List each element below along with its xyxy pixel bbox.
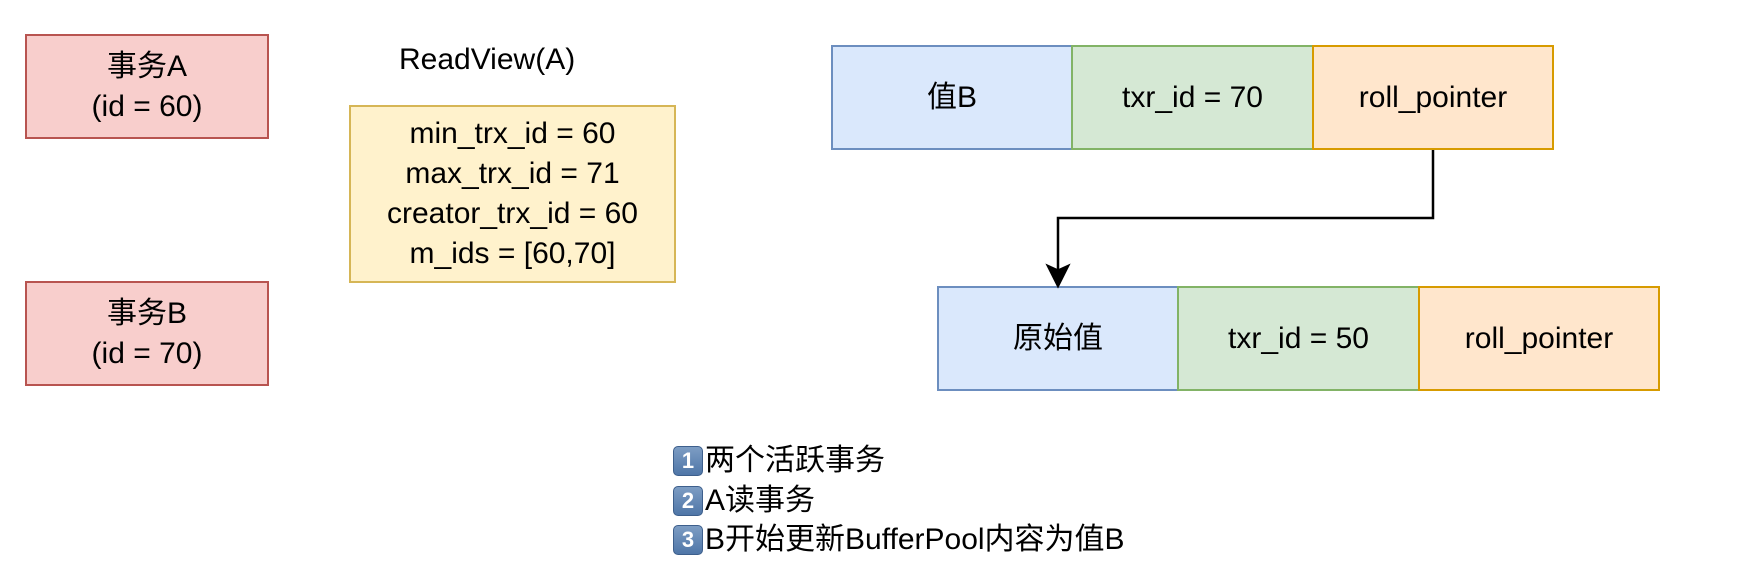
transaction-a-box: 事务A (id = 60) (25, 34, 269, 139)
note-3-text: B开始更新BufferPool内容为值B (705, 523, 1125, 556)
keycap-one-icon: 1 (673, 446, 703, 476)
row-current-txr-cell: txr_id = 70 (1071, 45, 1314, 150)
roll-pointer-arrow-head (1045, 263, 1071, 289)
roll-pointer-arrow-line (1056, 150, 1435, 272)
readview-m-ids: m_ids = [60,70] (409, 237, 616, 270)
row-original-value-cell: 原始值 (937, 286, 1179, 391)
transaction-a-name: 事务A (106, 49, 187, 83)
readview-creator-trx-id: creator_trx_id = 60 (387, 197, 638, 230)
row-original-value: 原始值 (1013, 321, 1103, 355)
row-current-roll-pointer-cell: roll_pointer (1312, 45, 1554, 150)
keycap-three-icon: 3 (673, 525, 703, 555)
transaction-b-id: (id = 70) (91, 336, 203, 370)
note-3: 3 B开始更新BufferPool内容为值B (673, 520, 1125, 560)
keycap-two-icon: 2 (673, 486, 703, 516)
row-current-value: 值B (926, 80, 977, 114)
readview-min-trx-id: min_trx_id = 60 (409, 117, 616, 150)
note-2: 2 A读事务 (673, 481, 815, 521)
note-1-text: 两个活跃事务 (705, 444, 885, 477)
transaction-a-id: (id = 60) (91, 89, 203, 123)
row-original-roll-pointer-cell: roll_pointer (1418, 286, 1660, 391)
note-2-text: A读事务 (705, 484, 816, 517)
row-original-txr-cell: txr_id = 50 (1177, 286, 1420, 391)
note-1: 1 两个活跃事务 (673, 441, 885, 481)
readview-max-trx-id: max_trx_id = 71 (405, 157, 620, 190)
row-current-roll-pointer: roll_pointer (1358, 80, 1508, 114)
row-original-txr-id: txr_id = 50 (1228, 321, 1369, 355)
readview-title: ReadView(A) (399, 43, 576, 76)
transaction-b-box: 事务B (id = 70) (25, 281, 269, 386)
row-current-value-cell: 值B (831, 45, 1073, 150)
row-original-roll-pointer: roll_pointer (1464, 321, 1614, 355)
row-current-txr-id: txr_id = 70 (1122, 80, 1263, 114)
readview-box: min_trx_id = 60 max_trx_id = 71 creator_… (349, 105, 676, 283)
transaction-b-name: 事务B (106, 296, 187, 330)
